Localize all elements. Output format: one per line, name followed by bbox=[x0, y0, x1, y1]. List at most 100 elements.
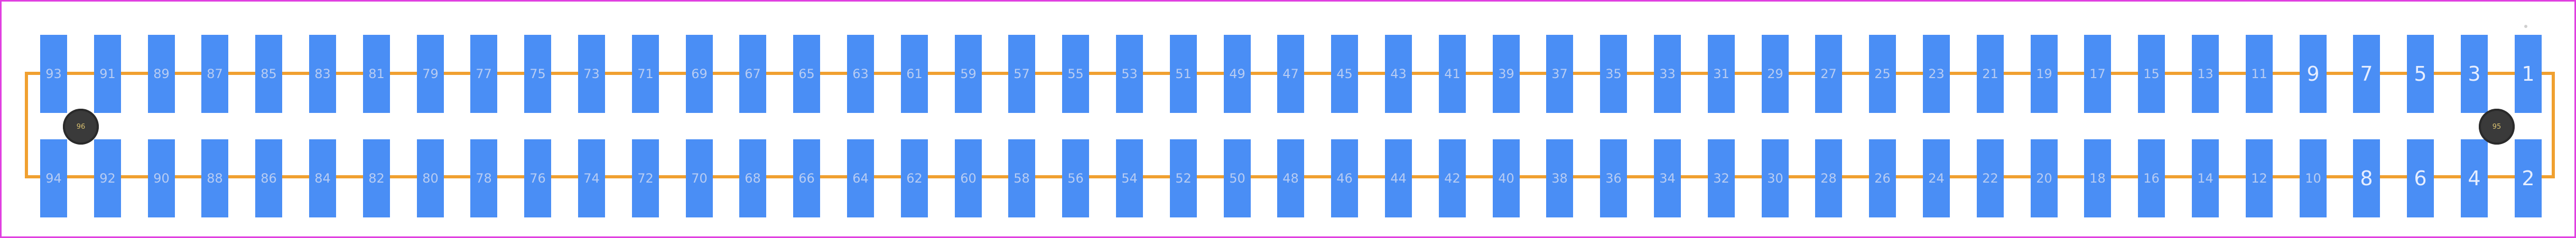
bottom-row-pad: 4 bbox=[2461, 139, 2488, 217]
pad-number-label: 46 bbox=[1336, 171, 1353, 186]
bottom-row-pad: 74 bbox=[578, 139, 605, 217]
pad-number-label: 14 bbox=[2197, 171, 2214, 186]
pad-number-label: 32 bbox=[1713, 171, 1729, 186]
bottom-row-pad: 60 bbox=[955, 139, 982, 217]
top-row-pad: 53 bbox=[1116, 35, 1143, 113]
bottom-row-pad: 16 bbox=[2138, 139, 2165, 217]
mounting-hole-right: 95 bbox=[2479, 109, 2515, 145]
bottom-row-pad: 82 bbox=[363, 139, 390, 217]
pad-number-label: 62 bbox=[906, 171, 923, 186]
bottom-row-pad: 48 bbox=[1277, 139, 1304, 217]
pad-number-label: 74 bbox=[583, 171, 600, 186]
top-row-pad: 33 bbox=[1654, 35, 1681, 113]
pad-number-label: 56 bbox=[1067, 171, 1084, 186]
pad-number-label: 4 bbox=[2468, 167, 2481, 190]
outline-right-edge bbox=[2552, 72, 2555, 178]
pad-number-label: 45 bbox=[1336, 66, 1353, 81]
top-row-pad: 77 bbox=[470, 35, 497, 113]
pad-number-label: 3 bbox=[2468, 62, 2481, 85]
pad-number-label: 9 bbox=[2307, 62, 2320, 85]
pad-number-label: 52 bbox=[1175, 171, 1192, 186]
pad-number-label: 5 bbox=[2414, 62, 2427, 85]
bottom-row-pad: 92 bbox=[94, 139, 121, 217]
bottom-row-pad: 12 bbox=[2246, 139, 2273, 217]
pad-number-label: 84 bbox=[314, 171, 331, 186]
top-row-pad: 9 bbox=[2300, 35, 2327, 113]
pad-number-label: 69 bbox=[691, 66, 708, 81]
mounting-hole-label: 96 bbox=[76, 122, 86, 131]
pad-number-label: 75 bbox=[529, 66, 546, 81]
pad-number-label: 55 bbox=[1067, 66, 1084, 81]
pad-number-label: 38 bbox=[1551, 171, 1568, 186]
pad-number-label: 77 bbox=[476, 66, 492, 81]
bottom-row-pad: 70 bbox=[686, 139, 713, 217]
top-row-pad: 83 bbox=[309, 35, 336, 113]
pad-number-label: 24 bbox=[1928, 171, 1945, 186]
pin1-marker bbox=[2524, 25, 2527, 28]
bottom-row-pad: 40 bbox=[1493, 139, 1520, 217]
top-row-pad: 25 bbox=[1869, 35, 1896, 113]
bottom-row-pad: 44 bbox=[1385, 139, 1412, 217]
pad-number-label: 65 bbox=[798, 66, 815, 81]
bottom-row-pad: 52 bbox=[1170, 139, 1197, 217]
pad-number-label: 15 bbox=[2143, 66, 2160, 81]
pad-number-label: 34 bbox=[1659, 171, 1676, 186]
bottom-row-pad: 30 bbox=[1762, 139, 1789, 217]
pad-number-label: 76 bbox=[529, 171, 546, 186]
top-row-pad: 47 bbox=[1277, 35, 1304, 113]
top-row-pad: 71 bbox=[632, 35, 659, 113]
pad-number-label: 64 bbox=[852, 171, 869, 186]
top-row-pad: 23 bbox=[1923, 35, 1950, 113]
bottom-row-pad: 14 bbox=[2192, 139, 2219, 217]
pad-number-label: 31 bbox=[1713, 66, 1729, 81]
bottom-row-pad: 20 bbox=[2031, 139, 2058, 217]
top-row-pad: 79 bbox=[417, 35, 444, 113]
pad-number-label: 88 bbox=[207, 171, 223, 186]
pad-number-label: 28 bbox=[1820, 171, 1837, 186]
mounting-hole-label: 95 bbox=[2492, 122, 2501, 131]
bottom-row-pad: 76 bbox=[524, 139, 551, 217]
pad-number-label: 71 bbox=[637, 66, 654, 81]
pad-number-label: 89 bbox=[153, 66, 170, 81]
bottom-row-pad: 86 bbox=[255, 139, 282, 217]
top-row-pad: 73 bbox=[578, 35, 605, 113]
pad-number-label: 50 bbox=[1229, 171, 1245, 186]
pad-number-label: 81 bbox=[368, 66, 385, 81]
pad-number-label: 78 bbox=[476, 171, 492, 186]
bottom-row-pad: 64 bbox=[847, 139, 874, 217]
pad-number-label: 94 bbox=[45, 171, 62, 186]
top-row-pad: 87 bbox=[201, 35, 228, 113]
bottom-row-pad: 50 bbox=[1224, 139, 1251, 217]
top-row-pad: 49 bbox=[1224, 35, 1251, 113]
pad-number-label: 8 bbox=[2360, 167, 2373, 190]
top-row-pad: 89 bbox=[148, 35, 175, 113]
pad-number-label: 33 bbox=[1659, 66, 1676, 81]
pad-number-label: 91 bbox=[99, 66, 116, 81]
bottom-row-pad: 66 bbox=[793, 139, 820, 217]
pad-number-label: 18 bbox=[2089, 171, 2106, 186]
pad-number-label: 87 bbox=[207, 66, 223, 81]
mounting-hole-left: 96 bbox=[63, 109, 99, 145]
top-row-pad: 5 bbox=[2407, 35, 2434, 113]
pad-number-label: 22 bbox=[1982, 171, 1998, 186]
top-row-pad: 91 bbox=[94, 35, 121, 113]
top-row-pad: 7 bbox=[2353, 35, 2380, 113]
top-row-pad: 13 bbox=[2192, 35, 2219, 113]
top-row-pad: 27 bbox=[1815, 35, 1842, 113]
pad-number-label: 26 bbox=[1874, 171, 1891, 186]
pad-number-label: 66 bbox=[798, 171, 815, 186]
bottom-row-pad: 8 bbox=[2353, 139, 2380, 217]
pad-number-label: 79 bbox=[422, 66, 439, 81]
top-row-pad: 65 bbox=[793, 35, 820, 113]
pad-number-label: 70 bbox=[691, 171, 708, 186]
bottom-row-pad: 26 bbox=[1869, 139, 1896, 217]
pad-number-label: 93 bbox=[45, 66, 62, 81]
top-row-pad: 19 bbox=[2031, 35, 2058, 113]
pad-number-label: 39 bbox=[1498, 66, 1514, 81]
bottom-row-pad: 58 bbox=[1008, 139, 1035, 217]
top-row-pad: 41 bbox=[1439, 35, 1466, 113]
pad-number-label: 53 bbox=[1121, 66, 1138, 81]
pad-number-label: 61 bbox=[906, 66, 923, 81]
bottom-row-pad: 72 bbox=[632, 139, 659, 217]
